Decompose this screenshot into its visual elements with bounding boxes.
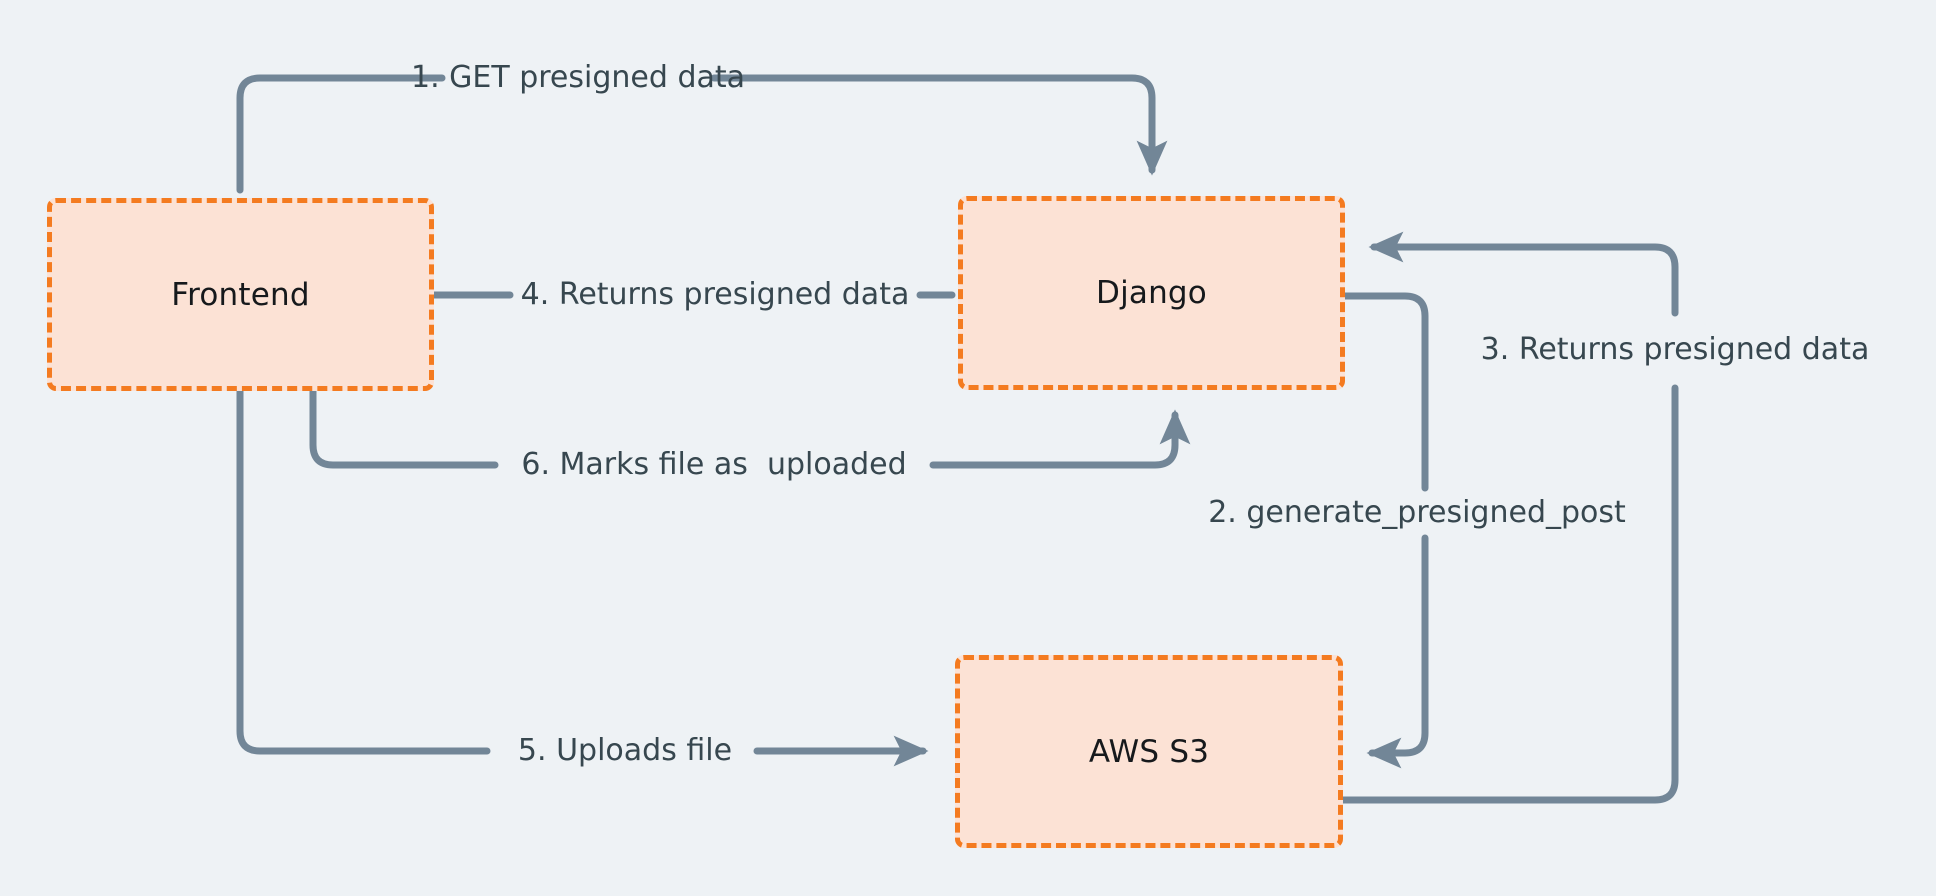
edge-2-segment-top bbox=[1341, 292, 1429, 492]
edge-label-3: 3. Returns presigned data bbox=[1480, 332, 1870, 367]
node-django[interactable]: Django bbox=[958, 196, 1345, 390]
edge-1-segment-left bbox=[236, 74, 446, 194]
node-frontend[interactable]: Frontend bbox=[47, 198, 434, 391]
edge-6-segment-right bbox=[929, 409, 1191, 469]
edge-6-segment-left bbox=[309, 387, 499, 469]
node-aws-s3-label: AWS S3 bbox=[1088, 733, 1210, 770]
node-frontend-label: Frontend bbox=[171, 276, 310, 313]
edge-label-5: 5. Uploads file bbox=[517, 733, 733, 768]
edge-label-1: 1. GET presigned data bbox=[410, 60, 746, 95]
edge-3-segment-top bbox=[1368, 231, 1679, 317]
edge-label-6: 6. Marks file as uploaded bbox=[521, 447, 907, 482]
edge-label-4: 4. Returns presigned data bbox=[520, 277, 910, 312]
edge-2-segment-bottom bbox=[1366, 534, 1429, 769]
edge-label-2: 2. generate_presigned_post bbox=[1208, 495, 1626, 530]
node-django-label: Django bbox=[1096, 275, 1207, 311]
edge-3-segment-bottom bbox=[1339, 384, 1679, 804]
edge-5-segment-left bbox=[236, 387, 491, 755]
node-aws-s3[interactable]: AWS S3 bbox=[955, 655, 1343, 848]
edge-1-segment-right bbox=[710, 74, 1168, 176]
